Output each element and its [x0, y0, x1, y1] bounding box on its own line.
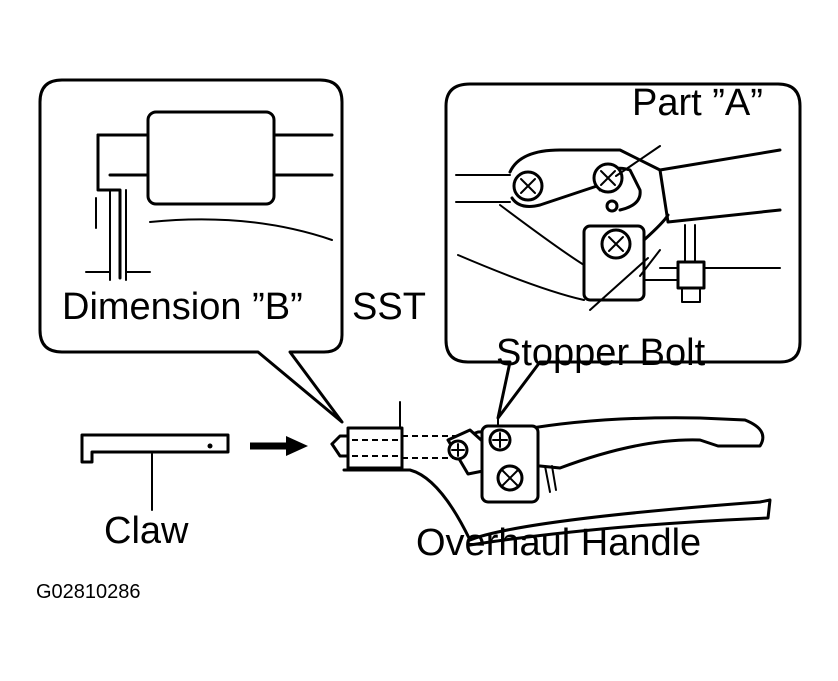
claw-part: [80, 433, 230, 511]
label-overhaul-handle: Overhaul Handle: [416, 522, 702, 564]
stopper-detail: [455, 145, 782, 311]
right-callout-bubble: [444, 82, 802, 420]
label-claw: Claw: [104, 510, 189, 552]
label-dimension-b: Dimension ”B”: [62, 286, 303, 328]
figure-code: G02810286: [36, 581, 141, 603]
label-part-a: Part ”A”: [632, 82, 763, 124]
label-sst: SST: [352, 286, 426, 328]
left-callout-bubble: [38, 78, 344, 424]
overhaul-handle-tool: [330, 401, 772, 547]
label-stopper-bolt: Stopper Bolt: [496, 332, 706, 374]
dimension-detail: [85, 110, 334, 281]
direction-arrow: [250, 436, 308, 456]
